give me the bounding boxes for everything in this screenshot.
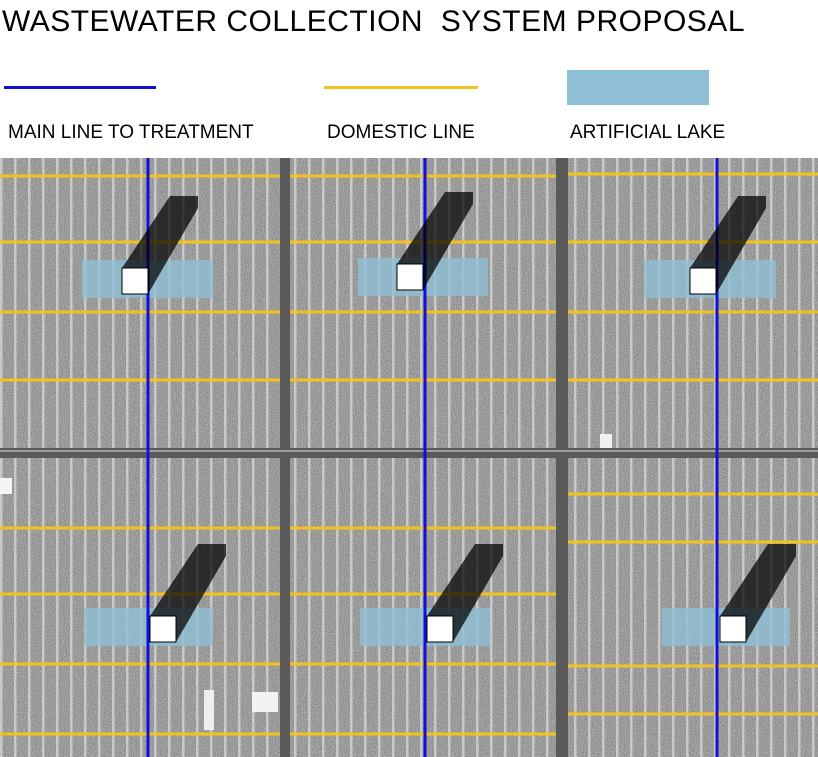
legend-main-line-swatch: [4, 86, 156, 89]
treatment-tower-3: [689, 267, 717, 295]
treatment-towers: [121, 263, 747, 643]
map-title: WASTEWATER COLLECTION SYSTEM PROPOSAL: [2, 5, 745, 38]
aerial-map: [0, 158, 818, 757]
treatment-tower-4: [149, 615, 177, 643]
treatment-tower-2: [396, 263, 424, 291]
legend-domestic-line-label: DOMESTIC LINE: [327, 122, 475, 143]
legend-artificial-lake-label: ARTIFICIAL LAKE: [570, 122, 726, 143]
legend-domestic-line-swatch: [324, 86, 478, 89]
legend-artificial-lake-swatch: [567, 70, 709, 105]
legend-main-line-label: MAIN LINE TO TREATMENT: [8, 122, 254, 143]
treatment-tower-6: [719, 615, 747, 643]
treatment-tower-1: [121, 267, 149, 295]
domestic-lines: [0, 172, 818, 736]
treatment-tower-5: [426, 615, 454, 643]
